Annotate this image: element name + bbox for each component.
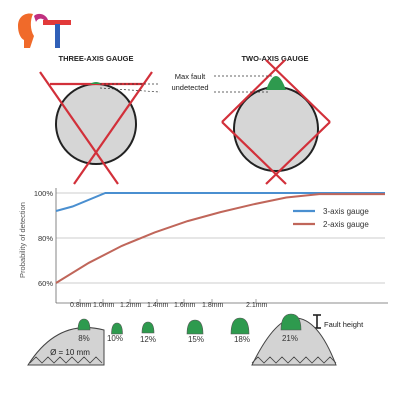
annotation-line-1: Max fault bbox=[175, 72, 206, 81]
three-axis-title: THREE-AXIS GAUGE bbox=[58, 54, 133, 63]
y-tick-label: 100% bbox=[34, 189, 54, 198]
fault-percent-label: 21% bbox=[282, 334, 298, 343]
fault-bump bbox=[141, 321, 155, 334]
fault-bump bbox=[111, 322, 123, 335]
series-line-2 bbox=[55, 193, 385, 284]
x-tick-label: 1.4mm bbox=[147, 302, 169, 309]
fault-height-label: Fault height bbox=[324, 320, 364, 329]
fault-bump bbox=[186, 319, 204, 335]
x-tick-label: 1.2mm bbox=[120, 302, 142, 309]
diameter-label: Ø = 10 mm bbox=[50, 348, 90, 357]
fault-percent-label: 15% bbox=[188, 335, 204, 344]
x-tick-label: 1.8mm bbox=[202, 302, 224, 309]
x-tick-label: 2.1mm bbox=[246, 302, 268, 309]
fault-percent-label: 8% bbox=[78, 334, 90, 343]
two-axis-gauge bbox=[221, 59, 331, 185]
fault-scale: Fault height Ø = 10 mm 8% 10% 12% 15% 18% 21% bbox=[27, 313, 364, 366]
legend-label: 2-axis gauge bbox=[323, 220, 369, 229]
legend-label: 3-axis gauge bbox=[323, 207, 369, 216]
fault-percent-label: 18% bbox=[234, 335, 250, 344]
fault-bump bbox=[77, 318, 91, 331]
y-tick-label: 60% bbox=[38, 279, 53, 288]
fault-bump-small bbox=[90, 82, 102, 84]
fault-percent-label: 10% bbox=[107, 334, 123, 343]
logo-icon bbox=[18, 13, 71, 48]
x-tick-label: 0.8mm bbox=[70, 302, 92, 309]
y-axis-label: Probability of detection bbox=[18, 202, 27, 278]
fault-bump-large bbox=[266, 76, 286, 90]
fault-bump bbox=[280, 313, 302, 331]
shaft-left bbox=[27, 327, 105, 366]
two-axis-title: TWO-AXIS GAUGE bbox=[241, 54, 308, 63]
y-tick-label: 80% bbox=[38, 234, 53, 243]
three-axis-gauge bbox=[39, 71, 153, 185]
annotation-line-2: undetected bbox=[171, 83, 208, 92]
series-line-1 bbox=[55, 192, 385, 212]
x-tick-label: 1.6mm bbox=[174, 302, 196, 309]
max-fault-annotation: Max fault undetected bbox=[99, 72, 274, 93]
fault-percent-label: 12% bbox=[140, 335, 156, 344]
x-tick-label: 1.0mm bbox=[93, 302, 115, 309]
fault-bump bbox=[230, 317, 250, 335]
fault-height-marker bbox=[313, 314, 321, 329]
